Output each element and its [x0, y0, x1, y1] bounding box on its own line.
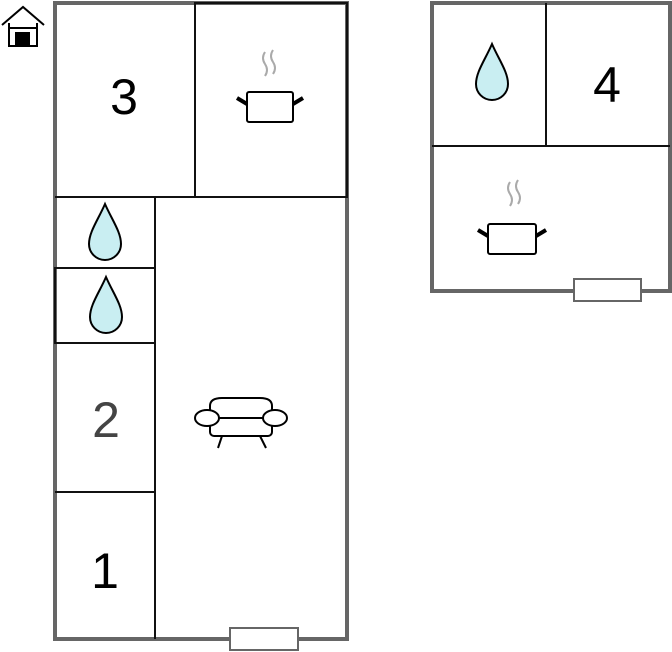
- inner-walls-left: [54, 2, 348, 639]
- room-label-4: 4: [593, 57, 621, 113]
- cooking-pot-icon: [476, 179, 548, 255]
- sofa-icon: [194, 397, 288, 449]
- house-icon: [1, 5, 45, 47]
- water-drop-icon: [474, 41, 510, 101]
- cooking-pot-icon: [235, 49, 305, 123]
- water-drop-icon: [88, 274, 124, 334]
- water-drop-icon: [87, 201, 123, 261]
- room-label-2: 2: [92, 392, 120, 448]
- room-label-3: 3: [110, 69, 138, 125]
- window-icon: [573, 278, 642, 302]
- room-label-1: 1: [91, 543, 119, 599]
- window-icon: [229, 627, 299, 651]
- inner-walls-right: [432, 3, 670, 147]
